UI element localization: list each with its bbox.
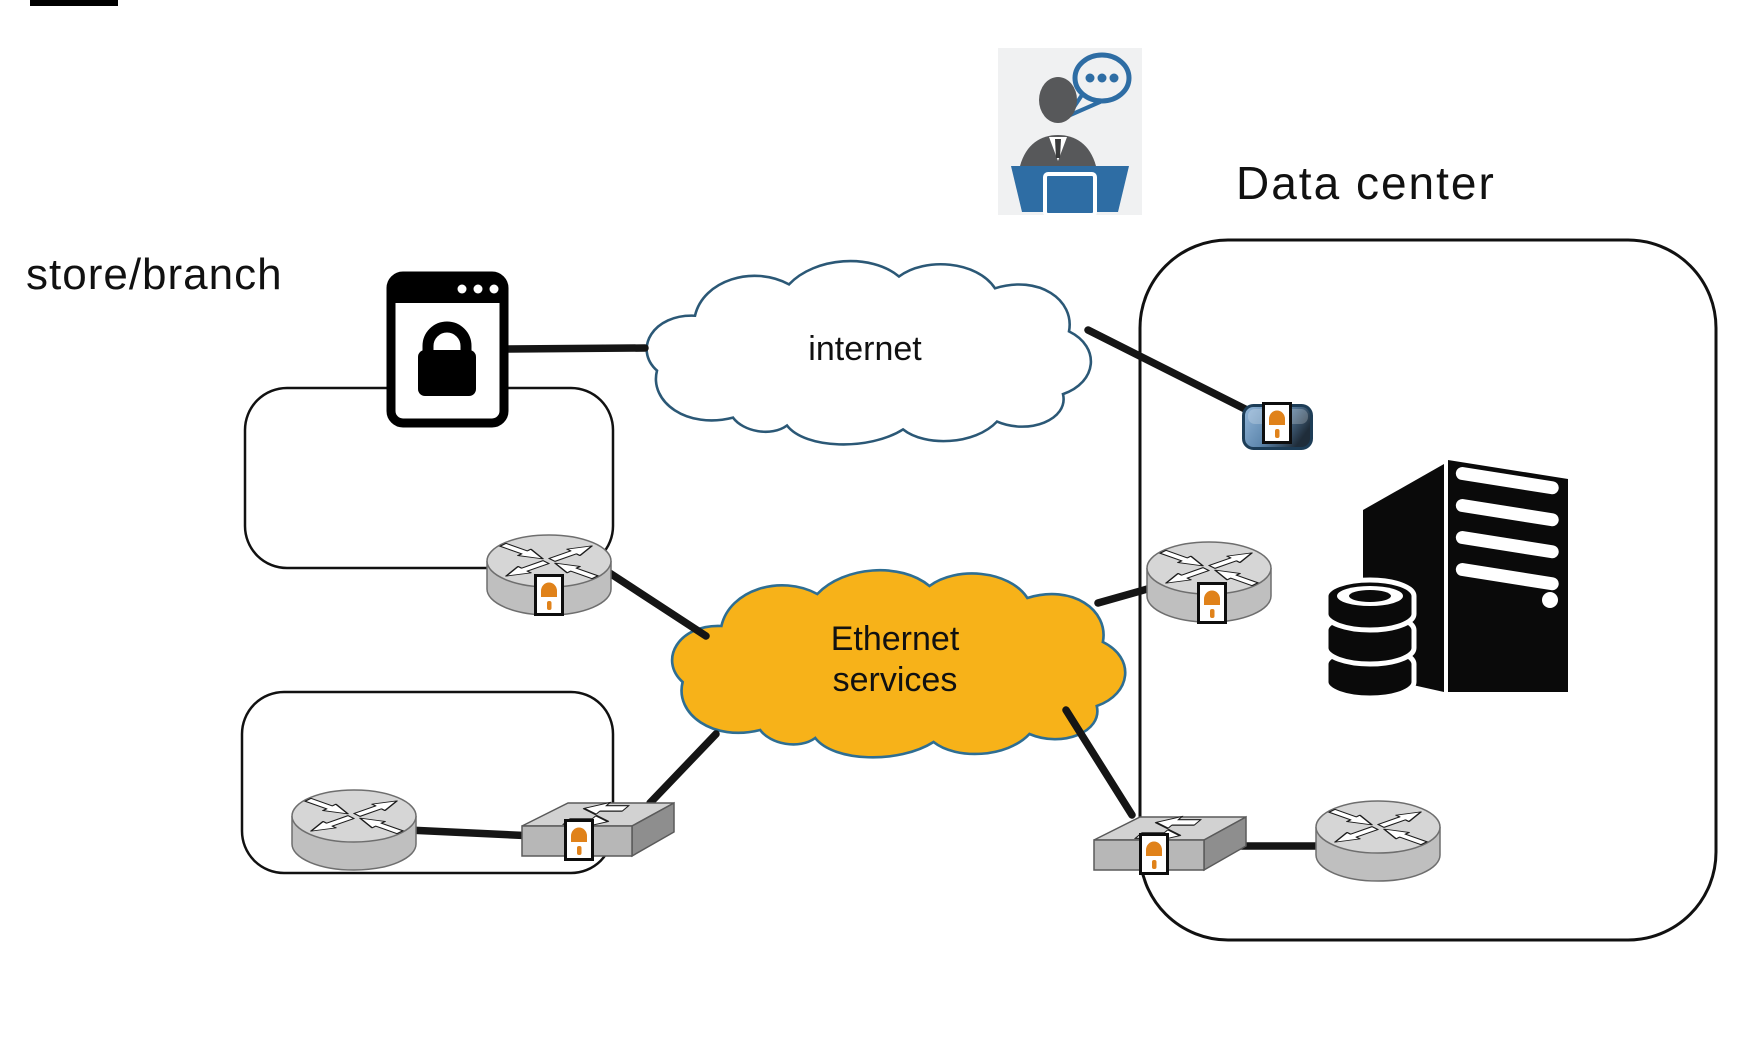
server-database-icon (1323, 460, 1568, 701)
internet-cloud-shape (645, 259, 1093, 446)
dc-router-bottom-icon (1316, 801, 1440, 881)
link-store1router-ethernet (601, 566, 710, 640)
ethernet-services-cloud-shape (670, 568, 1127, 759)
link-store2router-switch (404, 826, 539, 840)
data-center-label: Data center (1236, 157, 1496, 209)
page-edge-line (30, 0, 118, 6)
connectors (404, 326, 1329, 850)
link-internet-gateway (1084, 326, 1259, 418)
operator-chat-icon (1011, 52, 1132, 217)
secure-browser-icon (386, 271, 509, 428)
lock-badge-icon (1197, 582, 1227, 624)
lock-badge-icon (1262, 402, 1292, 444)
lock-badge-icon (1139, 833, 1169, 875)
link-ethernet-store2switch (646, 730, 720, 807)
link-ethernet-dcswitch (1062, 706, 1136, 819)
lock-badge-icon (564, 819, 594, 861)
store-branch-label: store/branch (26, 250, 283, 299)
lock-badge-icon (534, 574, 564, 616)
database-stack-icon (1323, 577, 1417, 701)
link-browser-internet (496, 344, 649, 353)
store2-router-icon (292, 790, 416, 870)
